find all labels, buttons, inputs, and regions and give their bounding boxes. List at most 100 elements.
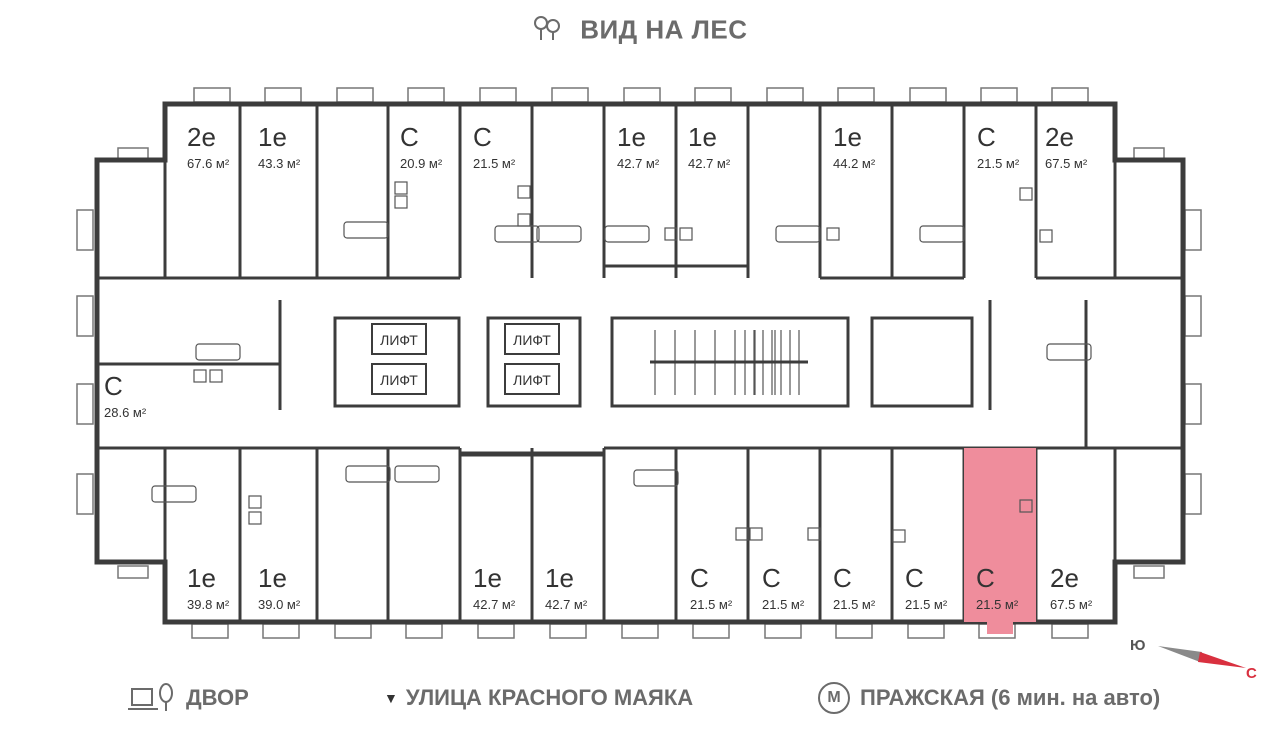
window	[692, 623, 730, 639]
apartment-top-type: С	[977, 122, 996, 152]
window	[835, 623, 873, 639]
sink	[517, 185, 531, 199]
compass-south: Ю	[1130, 637, 1145, 654]
apartment-bottom-type: 1е	[187, 563, 216, 593]
apartment-bottom-area: 21.5 м²	[833, 597, 876, 612]
bathtub	[775, 225, 821, 243]
apartment-bottom-area: 21.5 м²	[690, 597, 733, 612]
bathtub	[394, 465, 440, 483]
sink	[248, 511, 262, 525]
apartment-bottom-area: 39.0 м²	[258, 597, 301, 612]
apartment-bottom-type: 2е	[1050, 563, 1079, 593]
bathtub	[604, 225, 650, 243]
sink	[394, 181, 408, 195]
window	[621, 623, 659, 639]
sink	[826, 227, 840, 241]
metro-icon: М	[818, 682, 850, 714]
apartment-top-type: С	[400, 122, 419, 152]
bathtub	[343, 221, 389, 239]
lift-label: ЛИФТ	[513, 332, 551, 348]
sink	[679, 227, 693, 241]
lift-label: ЛИФТ	[513, 372, 551, 388]
apartment-bottom-type: С	[905, 563, 924, 593]
window	[623, 87, 661, 103]
apartment-top-area: 42.7 м²	[688, 156, 731, 171]
apartment-top-type: 1е	[833, 122, 862, 152]
sink	[735, 527, 749, 541]
lift-box	[371, 323, 427, 355]
bathtub	[1046, 343, 1092, 361]
metro-legend: М ПРАЖСКАЯ (6 мин. на авто)	[818, 680, 1160, 716]
metro-text: ПРАЖСКАЯ (6 мин. на авто)	[860, 685, 1161, 710]
sink	[193, 369, 207, 383]
window	[766, 87, 804, 103]
window	[191, 623, 229, 639]
core-room	[870, 316, 974, 408]
selected-apartment	[964, 448, 1036, 622]
bathtub	[494, 225, 540, 243]
window	[694, 87, 732, 103]
sink	[394, 195, 408, 209]
compass-north: С	[1246, 665, 1257, 682]
sink	[1039, 229, 1053, 243]
stair	[610, 316, 850, 408]
lift-box	[371, 363, 427, 395]
apartment-top-area: 44.2 м²	[833, 156, 876, 171]
window	[193, 87, 231, 103]
window	[837, 87, 875, 103]
apartment-top-type: С	[473, 122, 492, 152]
apartment-bottom-type: 1е	[473, 563, 502, 593]
sink	[209, 369, 223, 383]
window	[336, 87, 374, 103]
window	[479, 87, 517, 103]
triangle-down-icon: ▼	[384, 690, 398, 706]
window	[76, 209, 94, 251]
window	[477, 623, 515, 639]
apartment-bottom-type: С	[833, 563, 852, 593]
window	[1184, 209, 1202, 251]
window	[1051, 87, 1089, 103]
street-legend: ▼ УЛИЦА КРАСНОГО МАЯКА	[384, 680, 693, 716]
street-text: УЛИЦА КРАСНОГО МАЯКА	[405, 685, 694, 710]
sink	[517, 213, 531, 227]
apartment-top-type: 1е	[258, 122, 287, 152]
walls	[94, 101, 1186, 625]
apartment-bottom-area: 21.5 м²	[762, 597, 805, 612]
lift-box	[504, 363, 560, 395]
window	[1133, 565, 1165, 579]
yard-legend: ДВОР	[128, 680, 249, 716]
apartment-top-area: 67.5 м²	[1045, 156, 1088, 171]
compass: Ю С	[1128, 628, 1268, 688]
apartment-top-type: 2е	[1045, 122, 1074, 152]
window	[1184, 295, 1202, 337]
apartment-bottom-type: С	[690, 563, 709, 593]
selected-apartment-highlight	[964, 448, 1036, 634]
plan-details	[151, 181, 1092, 543]
apartment-bottom-type: 1е	[258, 563, 287, 593]
apartment-bottom-type: С	[976, 563, 995, 593]
lift-shaft	[333, 316, 461, 408]
window	[76, 473, 94, 515]
apartment-bottom-area: 21.5 м²	[976, 597, 1019, 612]
sink	[1019, 499, 1033, 513]
apartment-top-area: 67.6 м²	[187, 156, 230, 171]
window	[334, 623, 372, 639]
window	[264, 87, 302, 103]
sink	[1019, 187, 1033, 201]
bathtub	[536, 225, 582, 243]
bathtub	[151, 485, 197, 503]
apartment-top-area: 21.5 м²	[473, 156, 516, 171]
apartment-top-area: 42.7 м²	[617, 156, 660, 171]
window	[407, 87, 445, 103]
lift-label: ЛИФТ	[380, 372, 418, 388]
apartment-bottom-type: 1е	[545, 563, 574, 593]
lift-label: ЛИФТ	[380, 332, 418, 348]
window	[117, 565, 149, 579]
bathtub	[345, 465, 391, 483]
sink	[664, 227, 678, 241]
window	[1051, 623, 1089, 639]
bathtub	[919, 225, 965, 243]
bathtub	[195, 343, 241, 361]
lift-box	[504, 323, 560, 355]
